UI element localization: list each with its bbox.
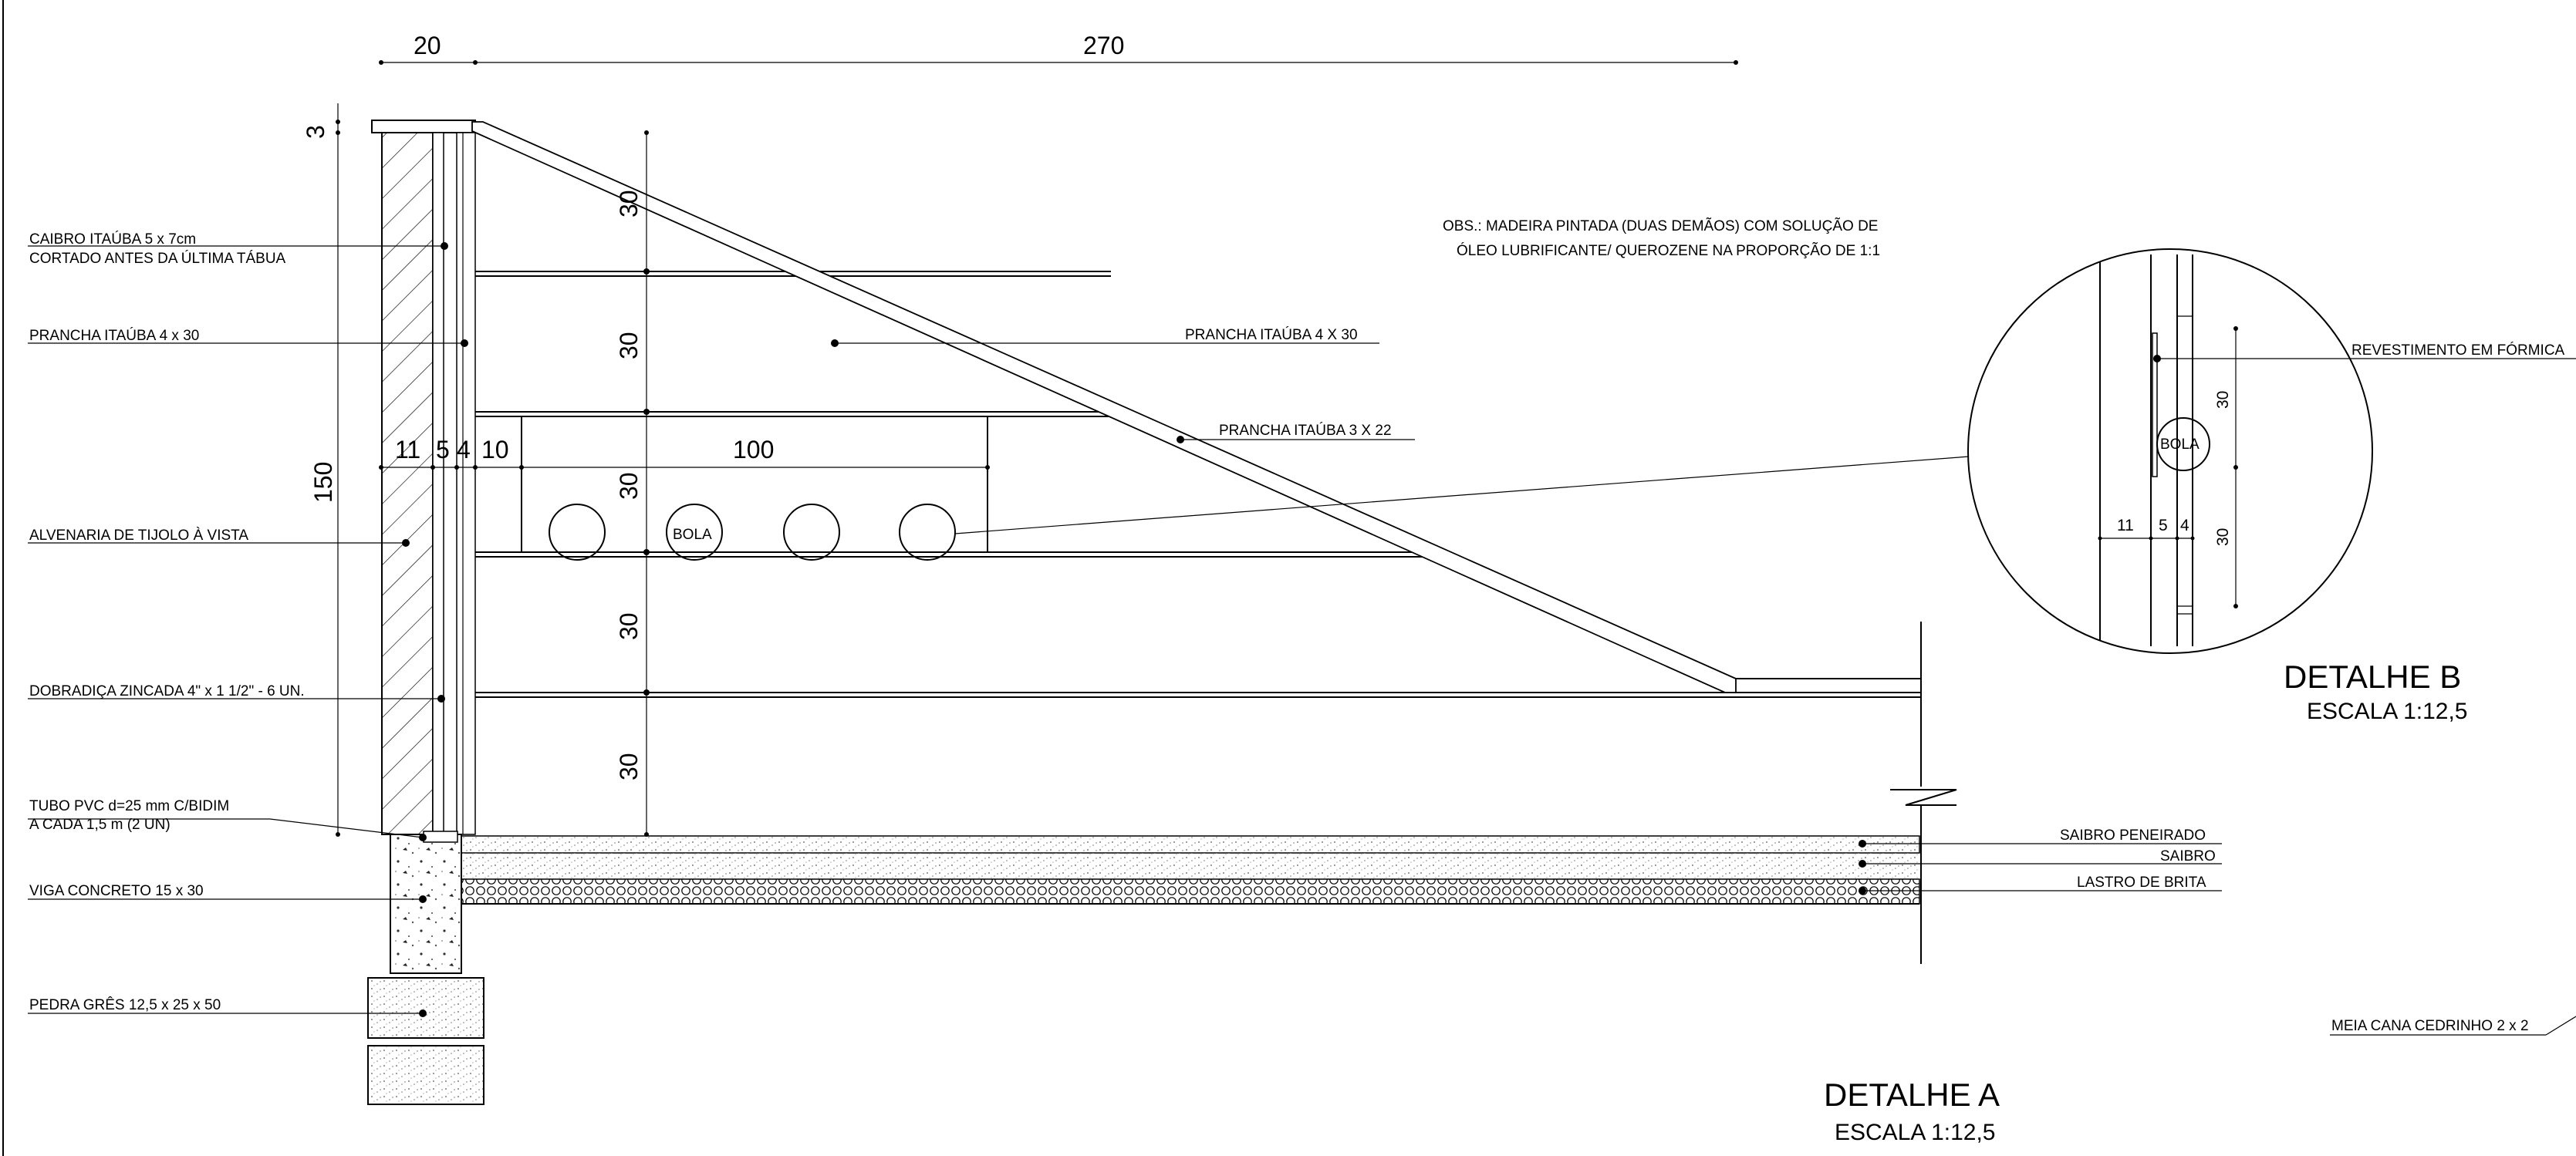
brick-wall: [381, 132, 434, 835]
title-detalhe-b: DETALHE B: [2284, 659, 2461, 695]
label-revestimento: REVESTIMENTO EM FÓRMICA: [2351, 342, 2565, 359]
detail-b-ball: [2156, 417, 2210, 471]
ball-4: [899, 504, 956, 561]
caibro-post: [432, 132, 444, 835]
dim-seg-3: 30: [615, 472, 643, 500]
prancha-vertical: [456, 132, 476, 835]
label-caibro-1: CAIBRO ITAÚBA 5 x 7cm: [29, 231, 196, 248]
dim-cap: 3: [302, 125, 329, 139]
label-prancha-mid: PRANCHA ITAÚBA 4 X 30: [1185, 326, 1358, 343]
scale-detalhe-b: ESCALA 1:12,5: [2307, 699, 2467, 724]
obs-line-1: OBS.: MADEIRA PINTADA (DUAS DEMÃOS) COM …: [1443, 217, 1878, 234]
detail-b-circle: [1967, 248, 2373, 654]
dim-seg-2: 30: [615, 332, 643, 359]
label-meia-cana: MEIA CANA CEDRINHO 2 x 2: [2331, 1018, 2529, 1034]
ball-2: [666, 504, 723, 561]
dim-seg-1: 30: [615, 190, 643, 217]
label-prancha-left: PRANCHA ITAÚBA 4 x 30: [29, 327, 199, 344]
layer-saibro-peneirado: [461, 835, 1920, 854]
dim-w11: 11: [395, 436, 420, 463]
planks: [475, 271, 1921, 698]
detb-dim-5: 5: [2159, 517, 2168, 534]
stone-block-2: [367, 1045, 484, 1105]
label-saibro: SAIBRO: [2160, 848, 2216, 864]
obs-line-2: ÓLEO LUBRIFICANTE/ QUEROZENE NA PROPORÇÃ…: [1457, 242, 1880, 259]
layer-lastro-brita: [461, 878, 1920, 905]
label-pedra: PEDRA GRÊS 12,5 x 25 x 50: [29, 996, 221, 1013]
dim-seg-4: 30: [615, 612, 643, 640]
detb-dim-11: 11: [2117, 517, 2134, 534]
diagonal-brace: [471, 121, 1737, 693]
dim-w100: 100: [733, 436, 774, 463]
ball-1: [549, 504, 606, 561]
scale-detalhe-a: ESCALA 1:12,5: [1835, 1120, 1995, 1145]
ground-leaders: [1859, 840, 2222, 895]
wall-cap: [371, 120, 476, 133]
concrete-beam: [390, 834, 462, 974]
label-prancha-3x22: PRANCHA ITAÚBA 3 X 22: [1219, 422, 1392, 439]
label-tubo-2: A CADA 1,5 m (2 UN): [29, 817, 170, 833]
label-lastro: LASTRO DE BRITA: [2077, 875, 2206, 891]
stone-block-1: [367, 977, 484, 1039]
detail-b-ball-label: BOLA: [2160, 436, 2200, 453]
balls: [549, 504, 956, 561]
layer-saibro: [461, 853, 1919, 879]
label-dobradica: DOBRADIÇA ZINCADA 4" x 1 1/2" - 6 UN.: [29, 683, 305, 699]
dim-top-left: 20: [414, 32, 441, 59]
label-tubo-1: TUBO PVC d=25 mm C/BIDIM: [29, 798, 229, 814]
ball-3: [783, 504, 840, 561]
dim-top-main: 270: [1083, 32, 1124, 59]
dim-w4: 4: [457, 436, 471, 463]
dimensions: [336, 60, 1738, 837]
label-alvenaria: ALVENARIA DE TIJOLO À VISTA: [29, 527, 248, 544]
ball-label: BOLA: [673, 527, 712, 543]
title-detalhe-a: DETALHE A: [1824, 1077, 2000, 1113]
label-saibro-peneirado: SAIBRO PENEIRADO: [2060, 827, 2206, 844]
dim-w10: 10: [481, 436, 509, 463]
detb-dim-30b: 30: [2214, 528, 2232, 546]
label-caibro-2: CORTADO ANTES DA ÚLTIMA TÁBUA: [29, 250, 286, 267]
detail-b: [1967, 248, 2576, 654]
left-leaders: [28, 242, 468, 1017]
detb-dim-4: 4: [2180, 517, 2189, 534]
pvc-tube: [423, 831, 458, 843]
dim-w5: 5: [436, 436, 450, 463]
label-viga: VIGA CONCRETO 15 x 30: [29, 883, 204, 899]
dim-seg-5: 30: [615, 753, 643, 780]
dim-height: 150: [309, 462, 337, 503]
detb-dim-30a: 30: [2214, 391, 2232, 409]
